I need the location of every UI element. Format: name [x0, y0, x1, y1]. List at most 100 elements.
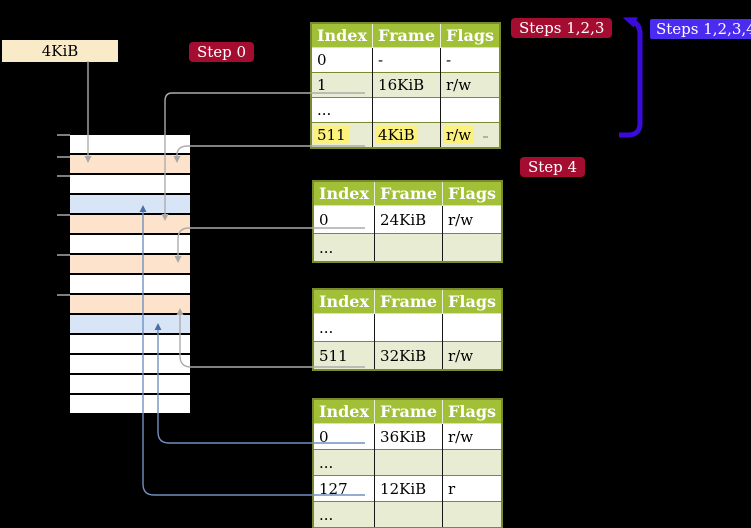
cell-text: r/w: [443, 126, 475, 144]
table-row: 1 16KiB r/w: [311, 72, 501, 98]
table-cell: 32KiB: [374, 341, 443, 370]
cell-text: 511: [319, 346, 348, 365]
cell-text: r/w: [446, 76, 472, 94]
table-cell: 0: [313, 423, 375, 450]
memory-frame-row: [70, 235, 190, 255]
table-cell: r/w: [442, 423, 503, 450]
memory-frame-row: [70, 195, 190, 215]
table-cell: ...: [313, 501, 375, 528]
table-row: ...: [311, 97, 501, 123]
column-header: Flags: [440, 23, 501, 48]
column-header: Index: [311, 23, 373, 48]
memory-frame-row: [70, 215, 190, 235]
table-cell: 511: [313, 341, 375, 370]
address-tick-mark: [57, 175, 70, 177]
table-cell: [442, 313, 503, 342]
table-cell: 12KiB: [374, 475, 443, 502]
table-cell: 511: [311, 122, 373, 148]
cell-text: r: [448, 479, 456, 498]
cell-text: r/w: [448, 427, 474, 446]
column-header: Flags: [442, 289, 503, 314]
memory-frame-row: [70, 395, 190, 415]
table-cell: 0: [311, 47, 373, 73]
table-cell: [442, 233, 503, 262]
address-tick-mark: [57, 134, 70, 136]
table-cell: r/w: [442, 341, 503, 370]
cell-text: ...: [319, 505, 334, 524]
column-header: Flags: [442, 181, 503, 206]
recursive-loop-arrow: [619, 17, 643, 138]
cell-text: 36KiB: [380, 427, 427, 446]
table-cell: r/w: [440, 122, 501, 148]
column-header: Flags: [442, 399, 503, 424]
cell-text: ...: [317, 101, 332, 119]
cell-text: 0: [317, 51, 327, 69]
column-header: Index: [313, 399, 375, 424]
table-cell: 16KiB: [372, 72, 441, 98]
table-row: ...: [313, 449, 503, 476]
table-row: ...: [313, 501, 503, 528]
cell-text: r/w: [448, 346, 474, 365]
memory-frame-row: [70, 275, 190, 295]
table-cell: [442, 449, 503, 476]
cell-text: 12KiB: [380, 479, 427, 498]
table-cell: [374, 233, 443, 262]
address-tick-mark: [57, 294, 70, 296]
column-header: Frame: [374, 289, 443, 314]
memory-frame-row: [70, 335, 190, 355]
table-cell: -: [372, 47, 441, 73]
table-row: ...: [313, 233, 503, 262]
memory-frame-row: [70, 135, 190, 155]
table-cell: ...: [313, 449, 375, 476]
badge-step-4: Step 4: [520, 157, 586, 177]
table-cell: [372, 97, 441, 123]
cell-text: 0: [319, 210, 329, 229]
column-header: Index: [313, 181, 375, 206]
column-header: Frame: [374, 181, 443, 206]
table-row: 0 36KiB r/w: [313, 423, 503, 450]
cell-text: 16KiB: [378, 76, 425, 94]
table-cell: [440, 97, 501, 123]
cell-text: r/w: [448, 210, 474, 229]
cell-text: 32KiB: [380, 346, 427, 365]
table-cell: ...: [313, 233, 375, 262]
table-cell: [374, 313, 443, 342]
memory-frame-row: [70, 155, 190, 175]
cell-text: 511: [314, 126, 349, 144]
table-cell: [374, 449, 443, 476]
table-cell: 24KiB: [374, 205, 443, 234]
cell-text: -: [446, 51, 452, 69]
address-tick-mark: [57, 156, 70, 158]
cell-text: 0: [319, 427, 329, 446]
table-cell: r/w: [442, 205, 503, 234]
cell-text: ...: [319, 238, 334, 257]
table-row: 511 4KiB r/w: [311, 122, 501, 148]
table-cell: 36KiB: [374, 423, 443, 450]
cell-text: 4KiB: [375, 126, 418, 144]
table-row: 511 32KiB r/w: [313, 341, 503, 370]
cell-text: 24KiB: [380, 210, 427, 229]
table-row: 0 24KiB r/w: [313, 205, 503, 234]
table-cell: -: [440, 47, 501, 73]
badge-steps-123: Steps 1,2,3: [511, 18, 613, 38]
table-row: 127 12KiB r: [313, 475, 503, 502]
badge-step-0: Step 0: [189, 42, 255, 62]
table-cell: 4KiB: [372, 122, 441, 148]
column-header: Index: [313, 289, 375, 314]
table-cell: [442, 501, 503, 528]
frame-size-label: 4KiB: [2, 40, 118, 62]
cell-text: 1: [317, 76, 327, 94]
physical-memory-column: [70, 135, 190, 415]
memory-frame-row: [70, 315, 190, 335]
table-cell: ...: [313, 313, 375, 342]
table-cell: r: [442, 475, 503, 502]
cell-text: 127: [319, 479, 348, 498]
table-row: ...: [313, 313, 503, 342]
table-cell: 0: [313, 205, 375, 234]
table-cell: ...: [311, 97, 373, 123]
